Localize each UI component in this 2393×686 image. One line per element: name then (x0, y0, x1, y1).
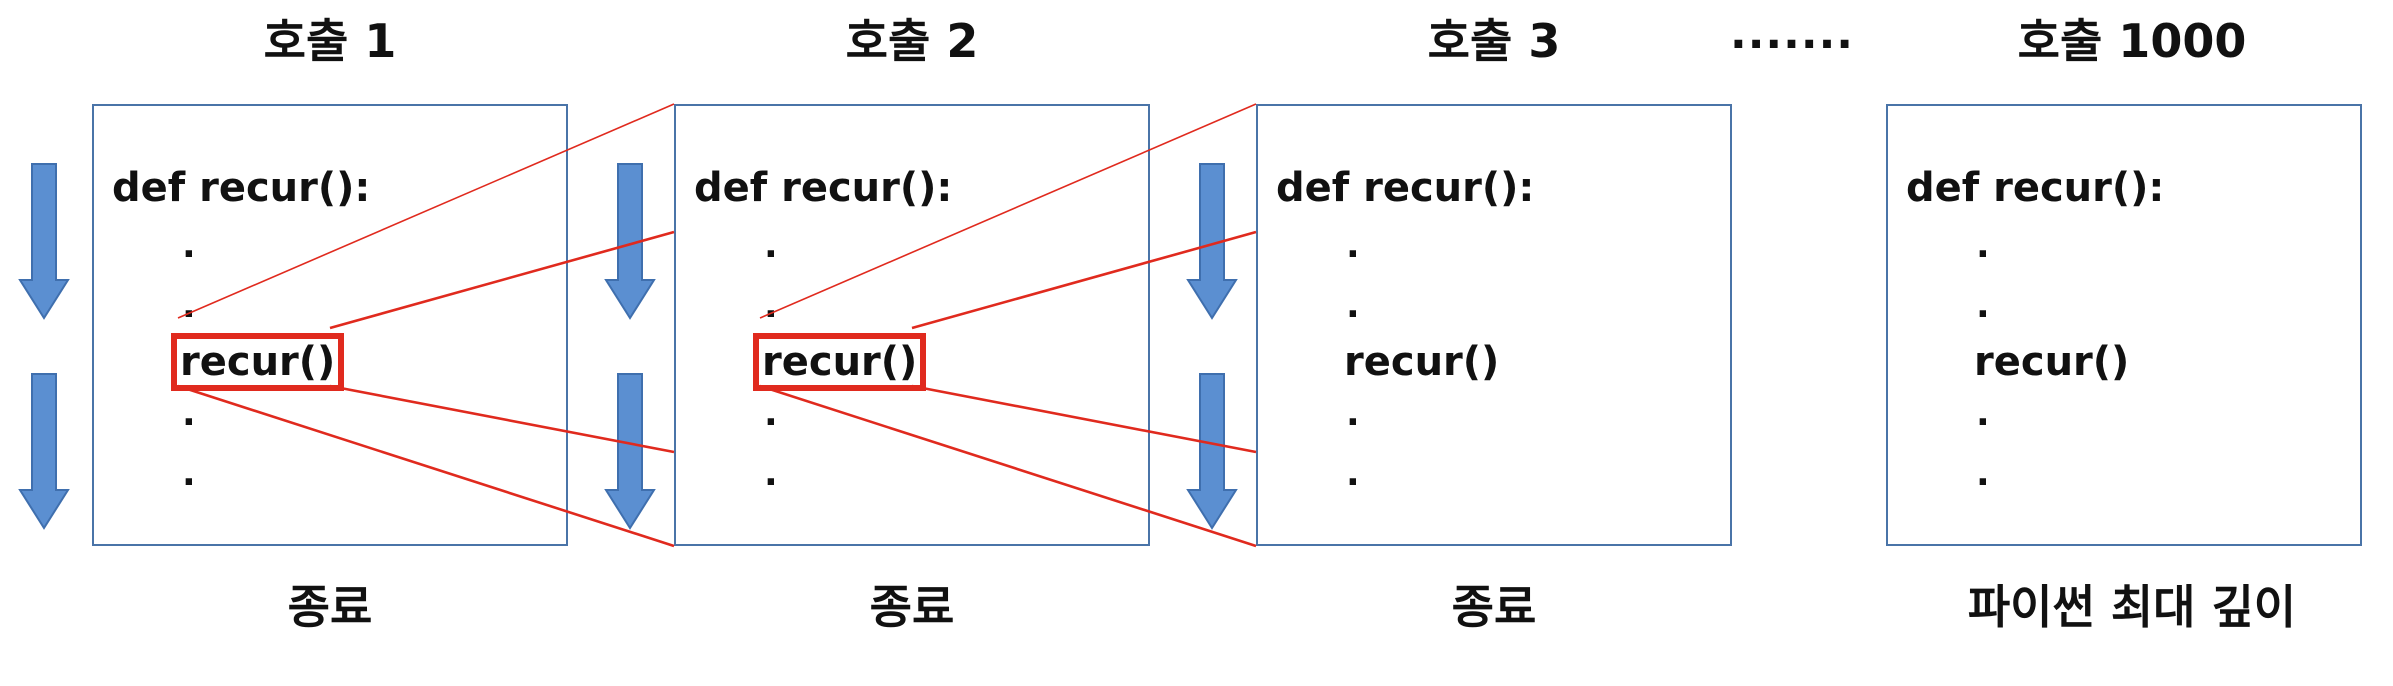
call-1000-footer: 파이썬 최대 깊이 (1967, 580, 2297, 634)
call-2-dot-1: . (764, 225, 778, 266)
call-3-dot-4: . (1346, 453, 1360, 494)
call-2-dot-3: . (764, 393, 778, 434)
call-3-def: def recur(): (1276, 165, 1535, 211)
call-3-footer: 종료 (1451, 580, 1537, 634)
call-1-def: def recur(): (112, 165, 371, 211)
down-arrow-icon (18, 163, 70, 320)
call-2-recur-call: recur() (752, 333, 927, 391)
call-1-box: def recur(): . . recur() . . (92, 104, 568, 546)
call-1-recur-call: recur() (170, 333, 345, 391)
down-arrow-icon (18, 373, 70, 530)
call-1000-recur-call: recur() (1974, 339, 2130, 385)
call-1000-def: def recur(): (1906, 165, 2165, 211)
call-1-dot-2: . (182, 285, 196, 326)
call-1000-dot-4: . (1976, 453, 1990, 494)
call-2-dot-4: . (764, 453, 778, 494)
call-1000-dot-3: . (1976, 393, 1990, 434)
call-2-dot-2: . (764, 285, 778, 326)
call-1-title: 호출 1 (263, 14, 397, 68)
call-1000-title: 호출 1000 (2017, 14, 2247, 68)
call-1000-dot-1: . (1976, 225, 1990, 266)
call-3-dot-1: . (1346, 225, 1360, 266)
call-1-dot-1: . (182, 225, 196, 266)
ellipsis-separator: ....... (1730, 8, 1855, 59)
down-arrow-icon (1186, 163, 1238, 320)
call-2-title: 호출 2 (845, 14, 979, 68)
call-3-title: 호출 3 (1427, 14, 1561, 68)
call-1-footer: 종료 (287, 580, 373, 634)
call-2-def: def recur(): (694, 165, 953, 211)
call-2-footer: 종료 (869, 580, 955, 634)
call-1000-dot-2: . (1976, 285, 1990, 326)
call-2-box: def recur(): . . recur() . . (674, 104, 1150, 546)
call-1-dot-4: . (182, 453, 196, 494)
down-arrow-icon (1186, 373, 1238, 530)
call-3-recur-call: recur() (1344, 339, 1500, 385)
down-arrow-icon (604, 163, 656, 320)
call-1000-box: def recur(): . . recur() . . (1886, 104, 2362, 546)
down-arrow-icon (604, 373, 656, 530)
call-1-dot-3: . (182, 393, 196, 434)
call-3-dot-2: . (1346, 285, 1360, 326)
call-3-box: def recur(): . . recur() . . (1256, 104, 1732, 546)
call-3-dot-3: . (1346, 393, 1360, 434)
